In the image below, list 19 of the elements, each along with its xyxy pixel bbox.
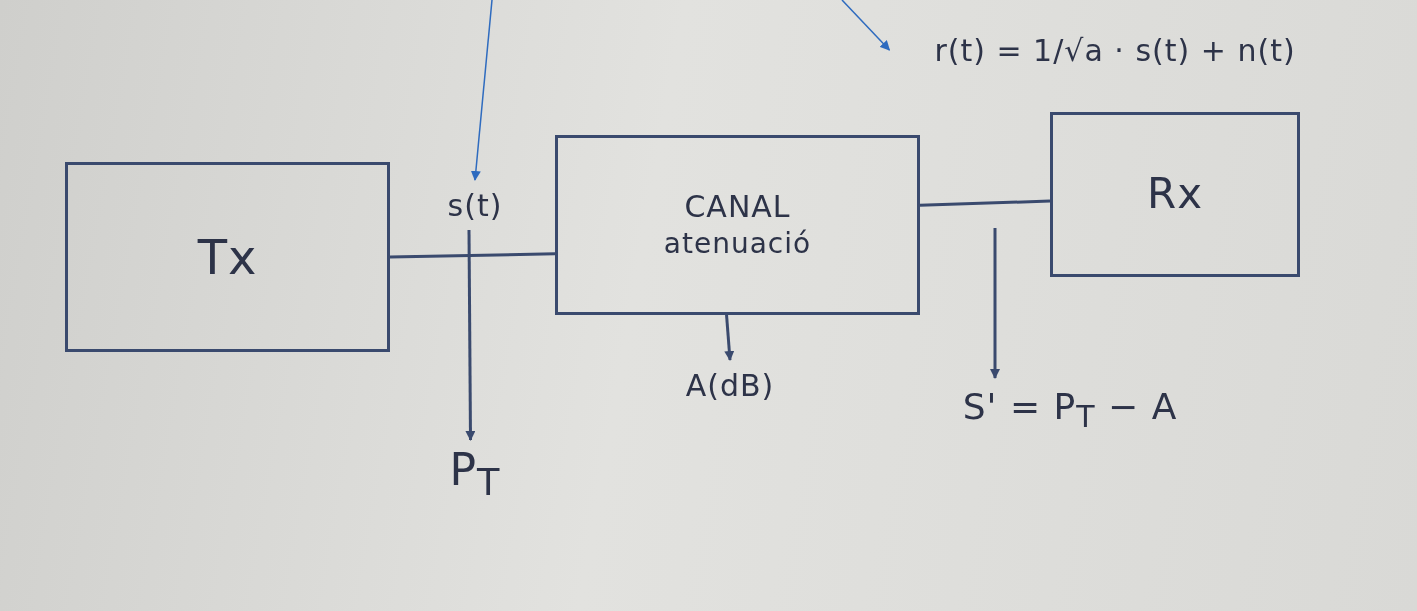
arrow — [724, 314, 735, 361]
formula-text: s(t) — [415, 180, 535, 230]
formula-text: r(t) = 1/√a · s(t) + n(t) — [880, 20, 1350, 80]
formula-text: A(dB) — [660, 360, 800, 410]
box-label: Tx — [197, 230, 258, 284]
connector-line — [389, 252, 556, 259]
box-label: Rx — [1146, 171, 1203, 218]
process-box — [65, 162, 390, 352]
formula-text: S' = P$_{T}$ − A — [920, 378, 1220, 442]
process-box — [555, 135, 920, 315]
connector-line — [919, 199, 1051, 207]
process-box — [1050, 112, 1300, 277]
formula-text: P$_{T}$ — [430, 440, 520, 510]
arrow — [841, 0, 891, 51]
box-label: CANAL — [684, 190, 791, 224]
arrow — [465, 230, 476, 441]
arrow — [990, 228, 1000, 379]
arrow — [470, 0, 493, 181]
box-label: atenuació — [663, 229, 812, 260]
